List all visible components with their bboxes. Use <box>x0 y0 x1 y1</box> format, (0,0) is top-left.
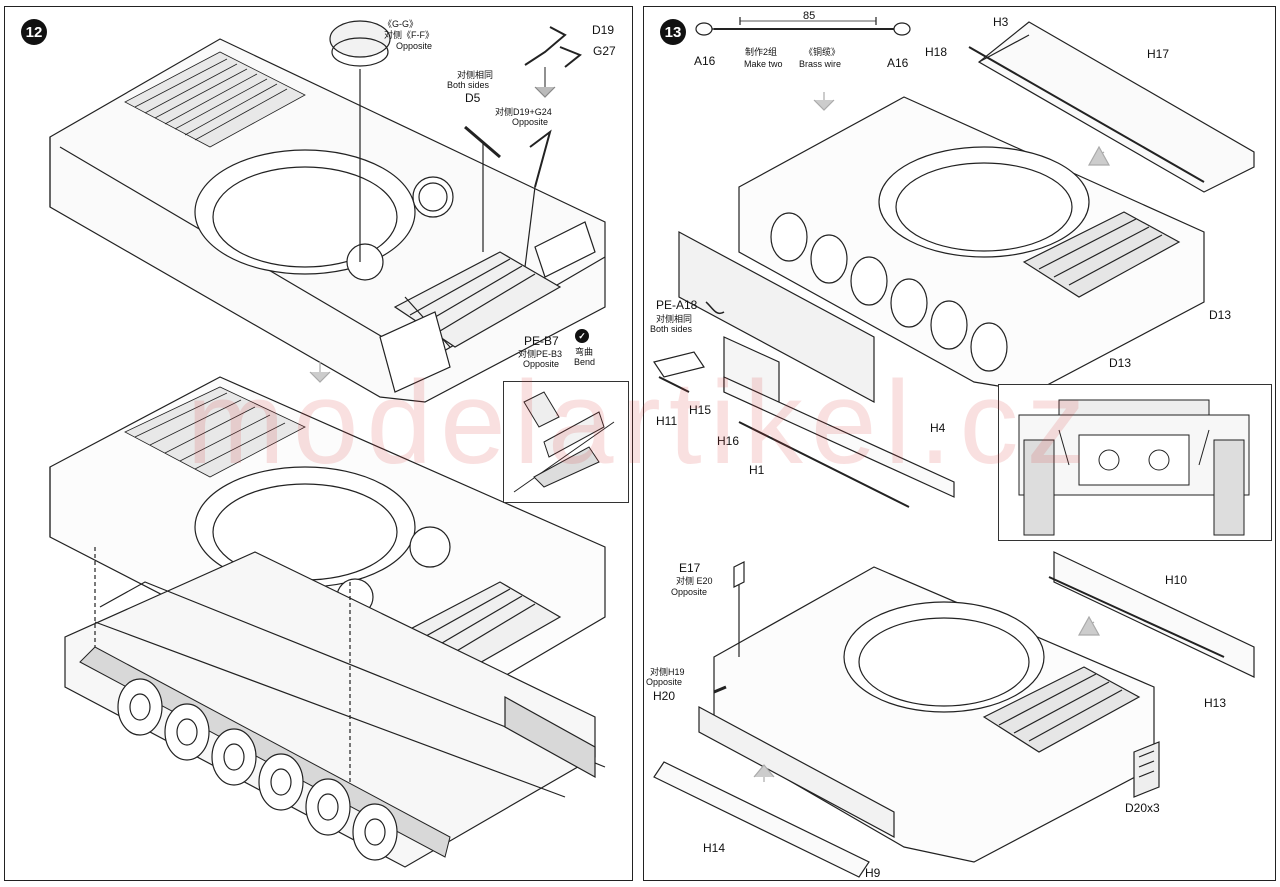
label-e20-cn: 对侧 E20 <box>676 576 713 586</box>
turret-ring-13b <box>843 601 1045 713</box>
pe-a18 <box>705 301 725 314</box>
h18-strip <box>968 46 1205 183</box>
label-g-g-opposite-cn: 对侧《F-F》 <box>384 30 434 40</box>
label-d19-g24-opposite: Opposite <box>512 117 549 127</box>
label-d13-b: D13 <box>1109 356 1132 370</box>
label-h4: H4 <box>930 421 946 435</box>
label-pe-a18-cn: 对侧相同 <box>656 314 693 324</box>
label-pe-b3-opposite: Opposite <box>523 359 560 369</box>
step-12-panel: 12 <box>4 6 633 881</box>
label-h13: H13 <box>1204 696 1227 710</box>
label-h15: H15 <box>689 403 712 417</box>
label-a16-right: A16 <box>887 56 909 70</box>
label-d19: D19 <box>592 23 615 37</box>
label-h1: H1 <box>749 463 765 477</box>
label-wire-length: 85 <box>803 10 816 22</box>
step-13-drawing <box>653 17 1255 878</box>
label-a16-left: A16 <box>694 54 716 68</box>
label-h20: H20 <box>653 689 676 703</box>
rear-view-drawing <box>1018 399 1250 536</box>
road-wheels-13a <box>770 212 1008 372</box>
label-bend-cn: 弯曲 <box>575 347 594 357</box>
label-pe-b3: 对侧PE-B3 <box>518 349 563 359</box>
d19-g24-part <box>529 129 552 188</box>
label-pe-b7: PE-B7 <box>524 334 559 348</box>
label-both-sides-cn: 对侧相同 <box>457 70 494 80</box>
label-pe-a18-both: Both sides <box>650 324 693 334</box>
label-bend: Bend <box>574 357 596 367</box>
engine-grill-13a <box>1022 211 1181 298</box>
label-h14: H14 <box>703 841 726 855</box>
bend-detail-drawing <box>513 391 615 493</box>
turret-ring-13a <box>878 146 1090 258</box>
step-12-drawing <box>49 20 606 868</box>
label-h3: H3 <box>993 15 1009 29</box>
label-h18: H18 <box>925 45 948 59</box>
h4-plate <box>723 376 955 498</box>
h11-part <box>658 376 690 393</box>
label-h19-cn: 对侧H19 <box>650 667 685 677</box>
label-brass-wire: Brass wire <box>799 59 842 69</box>
h14-plate <box>653 761 870 878</box>
detail-inset-bend <box>503 381 629 503</box>
label-both-sides: Both sides <box>447 80 490 90</box>
label-d20x3: D20x3 <box>1125 801 1160 815</box>
label-h19-opposite: Opposite <box>646 677 683 687</box>
label-h9: H9 <box>865 866 881 880</box>
label-h11: H11 <box>656 414 678 428</box>
d19-rod <box>524 26 567 66</box>
e17-mirror <box>733 561 745 588</box>
label-make-two-cn: 制作2组 <box>745 47 778 57</box>
engine-grill-13b <box>982 666 1141 753</box>
label-g27: G27 <box>593 44 616 58</box>
detail-inset-rear-view <box>998 384 1272 541</box>
side-skirt-13a <box>678 230 875 404</box>
label-g-g: 《G-G》 <box>383 19 418 29</box>
label-make-two: Make two <box>744 59 783 69</box>
g27-rod <box>559 46 582 68</box>
step-13-panel: 13 <box>643 6 1276 881</box>
h20-part <box>713 685 727 694</box>
road-wheels-lower <box>117 678 398 861</box>
h1-strip <box>738 421 910 508</box>
label-h10: H10 <box>1165 573 1188 587</box>
d20-plate <box>1133 741 1160 798</box>
label-e17: E17 <box>679 561 701 575</box>
brass-wire-right-end <box>893 22 911 36</box>
label-pe-a18: PE-A18 <box>656 298 698 312</box>
label-e20-opposite: Opposite <box>671 587 708 597</box>
h10-plate <box>1053 551 1255 678</box>
h13-strip <box>1048 576 1225 658</box>
label-g-g-opposite: Opposite <box>396 41 433 51</box>
label-h17: H17 <box>1147 47 1170 61</box>
label-d13-a: D13 <box>1209 308 1232 322</box>
label-brass-wire-cn: 《铜缆》 <box>804 47 841 57</box>
step-number-badge: 12 <box>21 19 47 45</box>
label-d5: D5 <box>465 91 481 105</box>
bend-icon: ✓ <box>575 329 589 343</box>
g-g-part <box>329 20 391 58</box>
label-d19-g24-cn: 对侧D19+G24 <box>495 107 552 117</box>
h15-part <box>653 351 705 378</box>
step-number-badge: 13 <box>660 19 686 45</box>
h17-plate <box>977 21 1255 193</box>
label-h16: H16 <box>717 434 740 448</box>
side-skirt-13b <box>698 705 895 839</box>
